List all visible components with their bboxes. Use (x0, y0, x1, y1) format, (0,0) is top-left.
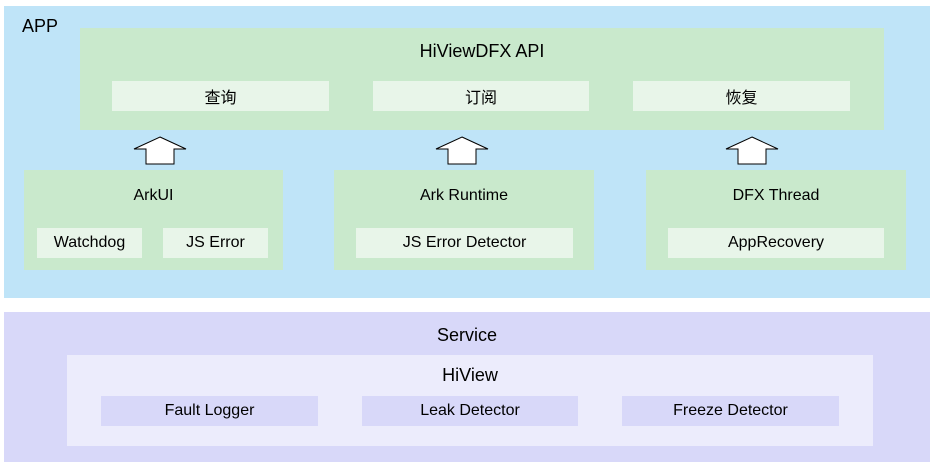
module-arkui-title: ArkUI (133, 187, 174, 204)
api-item-subscribe: 订阅 (373, 81, 589, 111)
up-arrow-icon (133, 136, 187, 165)
hiviewdfx-api-title: HiViewDFX API (419, 40, 545, 61)
module-ark-runtime-title: Ark Runtime (419, 187, 509, 204)
module-dfx-thread-title: DFX Thread (732, 187, 820, 204)
service-item-freeze-detector: Freeze Detector (622, 396, 839, 426)
up-arrow-icon (725, 136, 779, 165)
service-layer-label: Service (436, 324, 498, 345)
app-layer-label: APP (22, 16, 59, 36)
up-arrow-icon (435, 136, 489, 165)
service-item-leak-detector: Leak Detector (362, 396, 578, 426)
hiview-title: HiView (442, 364, 498, 385)
hiviewdfx-api-box: HiViewDFX API (80, 28, 884, 130)
module-sub-js-error: JS Error (163, 228, 268, 258)
api-item-query: 查询 (112, 81, 329, 111)
module-sub-watchdog: Watchdog (37, 228, 142, 258)
module-sub-apprecovery: AppRecovery (668, 228, 884, 258)
module-sub-js-error-detector: JS Error Detector (356, 228, 573, 258)
service-item-fault-logger: Fault Logger (101, 396, 318, 426)
api-item-recover: 恢复 (633, 81, 850, 111)
